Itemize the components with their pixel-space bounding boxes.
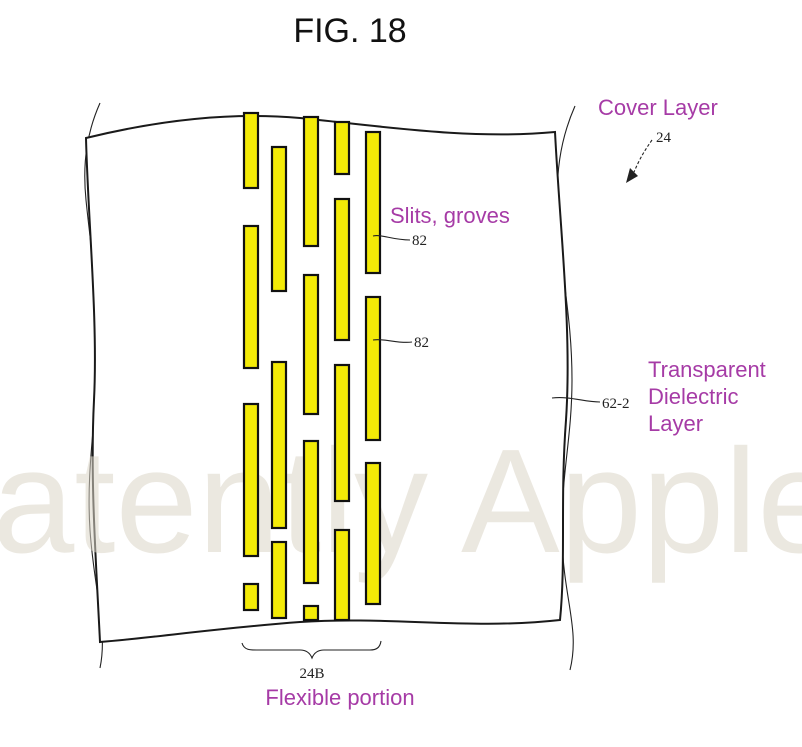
figure-title: FIG. 18 <box>293 12 406 50</box>
cover-ref-leader <box>634 140 652 172</box>
slit <box>366 297 380 440</box>
watermark-text: atently Apple <box>0 419 802 584</box>
portion-brace <box>242 641 381 658</box>
dielectric-label-line2: Dielectric <box>648 384 738 409</box>
slit <box>335 530 349 620</box>
slit <box>244 226 258 368</box>
slit <box>335 199 349 340</box>
portion-ref: 24B <box>299 666 324 682</box>
cover-layer-ref: 24 <box>656 130 672 146</box>
dielectric-label-line1: Transparent <box>648 357 766 382</box>
slit-ref-2: 82 <box>414 335 429 351</box>
slit-ref-1: 82 <box>412 233 427 249</box>
slit <box>304 606 318 620</box>
dielectric-ref: 62-2 <box>602 396 630 412</box>
slit <box>244 113 258 188</box>
arrow-icon <box>626 168 638 183</box>
slit <box>304 441 318 583</box>
slit <box>304 117 318 246</box>
cover-layer-label: Cover Layer <box>598 95 718 120</box>
slit <box>366 132 380 273</box>
slit <box>272 542 286 618</box>
dielectric-label-line3: Layer <box>648 411 703 436</box>
slit <box>244 404 258 556</box>
slit <box>335 122 349 174</box>
slit <box>304 275 318 414</box>
slit <box>244 584 258 610</box>
slit <box>335 365 349 501</box>
slit <box>366 463 380 604</box>
slit <box>272 147 286 291</box>
flexible-portion-label: Flexible portion <box>265 685 414 710</box>
slit <box>272 362 286 528</box>
slits-label: Slits, groves <box>390 203 510 228</box>
